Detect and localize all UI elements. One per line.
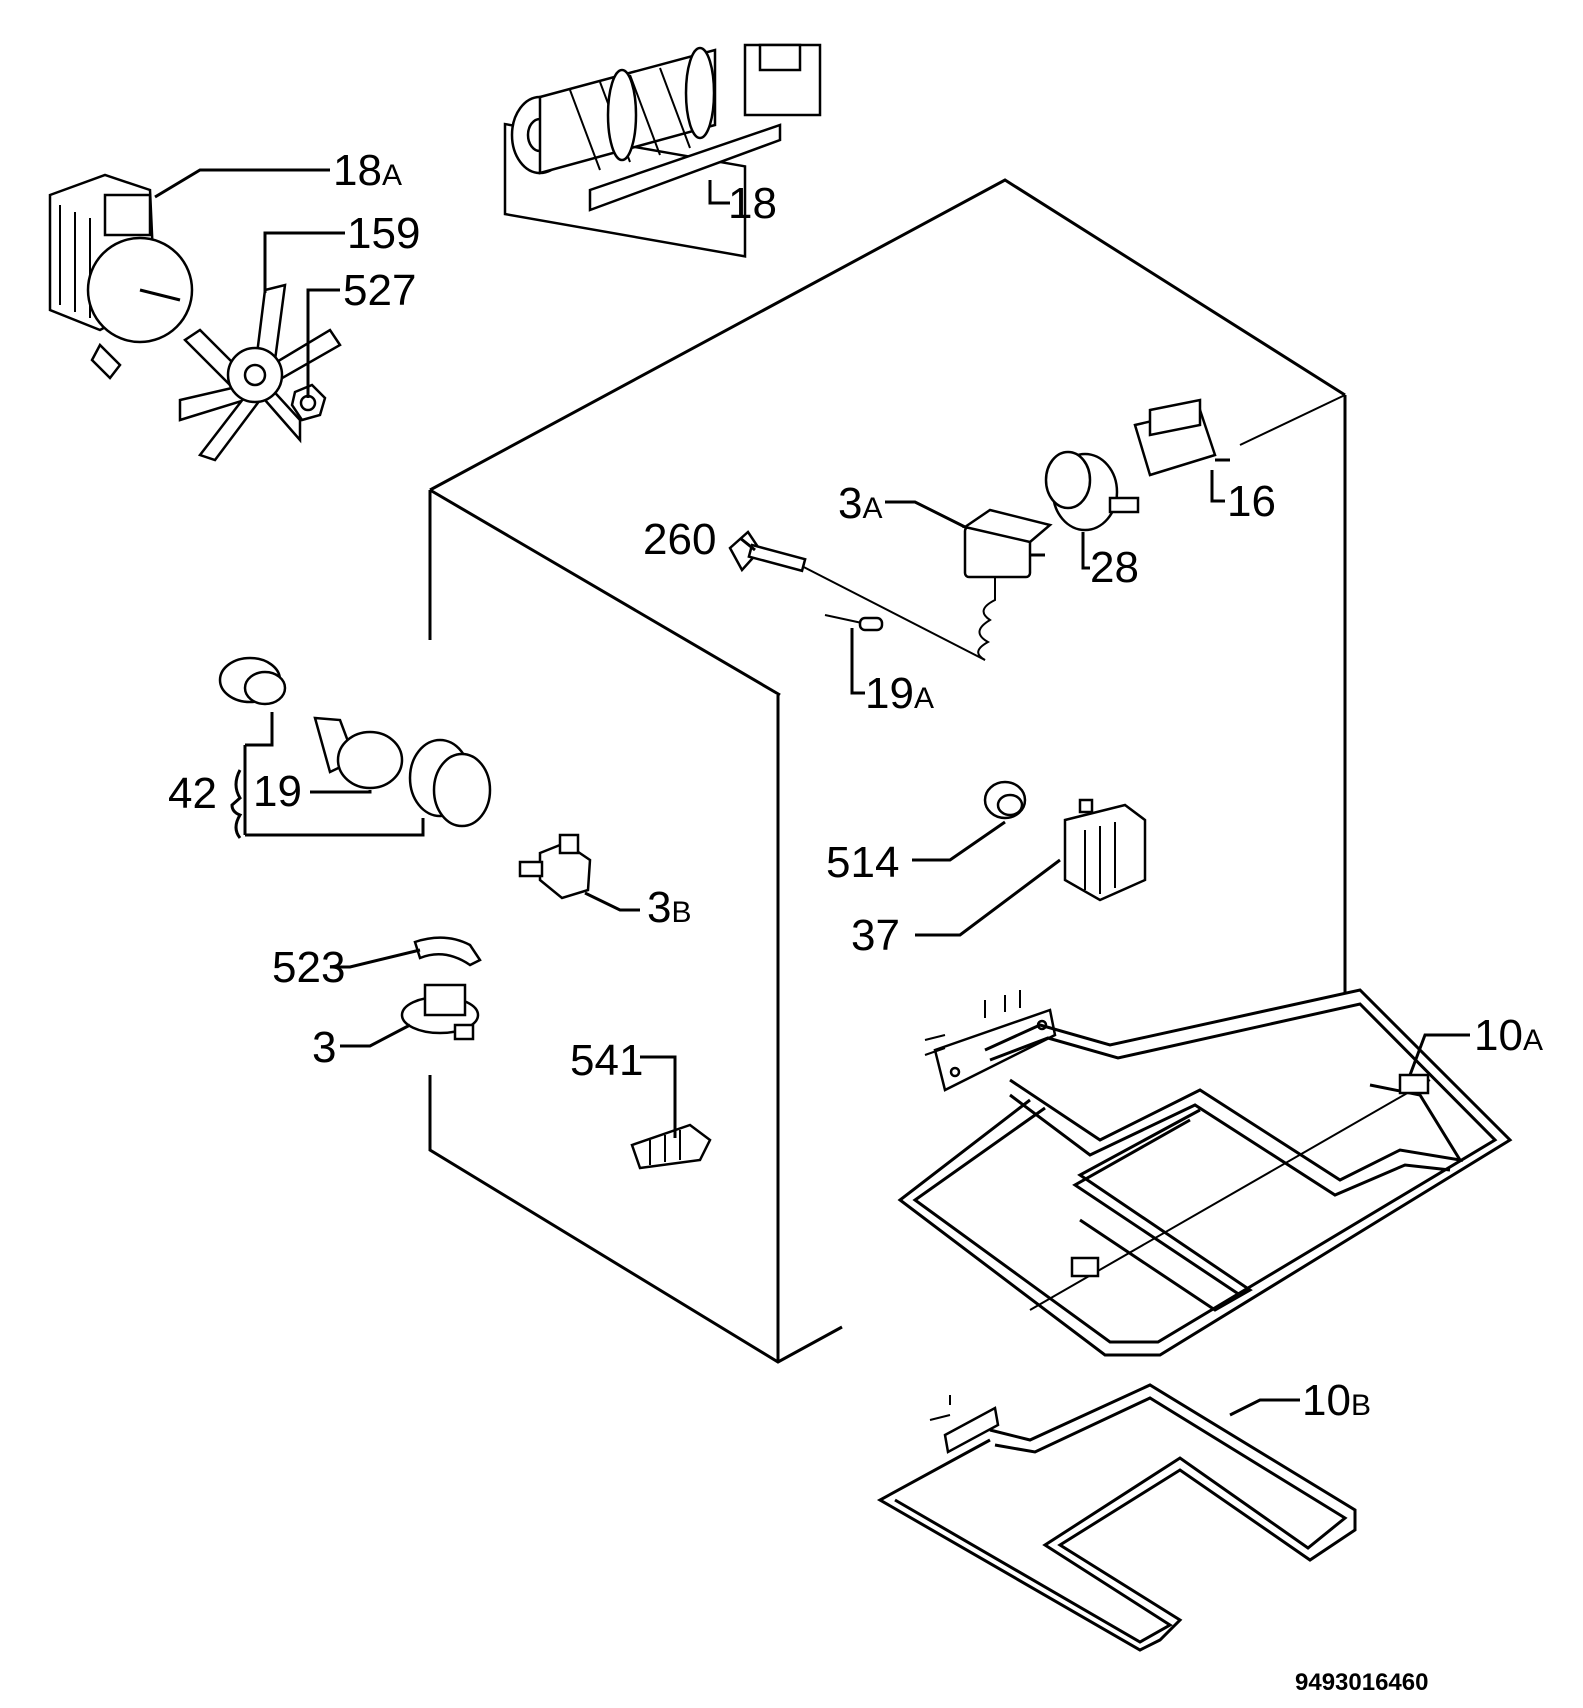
label-3: 3 (312, 1023, 336, 1072)
knob-part-28 (1044, 450, 1140, 532)
label-514: 514 (826, 838, 899, 887)
label-18a: 18A (333, 146, 402, 195)
label-523: 523 (272, 943, 345, 992)
lamp-part-19 (313, 716, 404, 790)
pilot-lamp-part-19a (824, 614, 884, 632)
fan-blade-part-159 (178, 283, 342, 462)
label-19a: 19A (865, 669, 934, 718)
clip-part-523 (413, 936, 482, 967)
label-37: 37 (851, 911, 900, 960)
bottom-heating-element-part-10b (876, 1383, 1357, 1652)
label-541: 541 (570, 1036, 643, 1085)
label-16: 16 (1227, 477, 1276, 526)
lamp-cover-glass (408, 738, 492, 828)
document-number: 9493016460 (1295, 1669, 1428, 1696)
capillary-clip-part-260 (728, 530, 807, 573)
thermal-cutout-part-3b (518, 833, 592, 900)
terminal-block-part-37 (1063, 798, 1147, 902)
label-10a: 10A (1474, 1011, 1543, 1060)
leader-lines (154, 168, 1470, 1417)
label-527: 527 (343, 266, 416, 315)
safety-thermostat-part-3 (400, 983, 480, 1041)
label-19: 19 (253, 767, 302, 816)
grill-heating-element-part-10a (897, 988, 1513, 1357)
tangential-fan-part-18 (503, 43, 822, 258)
label-159: 159 (347, 209, 420, 258)
label-260: 260 (643, 515, 716, 564)
label-3b: 3B (647, 883, 692, 932)
grommet-part-514 (983, 780, 1027, 820)
oven-cavity-outline (428, 178, 1347, 1364)
lamp-holder-part-42 (218, 656, 287, 706)
nut-part-527 (290, 383, 327, 422)
selector-switch-part-16 (1133, 398, 1230, 477)
label-10b: 10B (1302, 1376, 1371, 1425)
connector-part-541 (630, 1123, 712, 1170)
thermostat-part-3a (789, 508, 1053, 661)
fan-motor-part-18a (48, 173, 194, 380)
label-3a: 3A (838, 479, 883, 528)
label-18: 18 (728, 179, 777, 228)
label-28: 28 (1090, 543, 1139, 592)
label-42: 42 (168, 769, 217, 818)
